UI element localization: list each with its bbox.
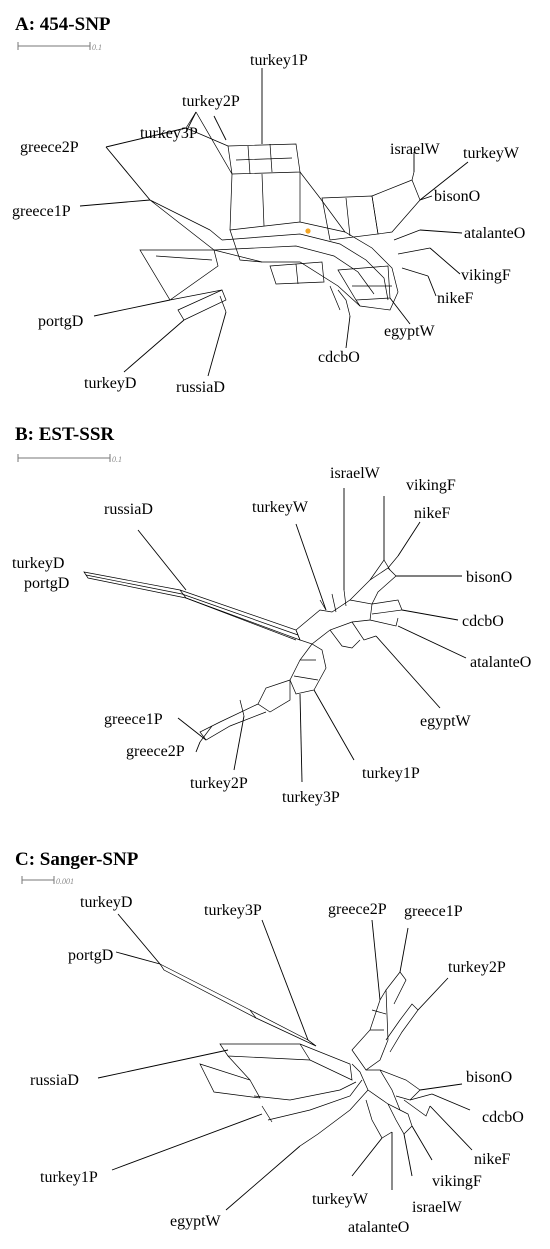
panel-c-label-turkey3p: turkey3P bbox=[204, 902, 262, 919]
panel-a-label-turkeyw: turkeyW bbox=[463, 145, 520, 162]
panel-b: B: EST-SSR 0.1 bbox=[12, 424, 531, 806]
panel-c-label-israelw: israelW bbox=[412, 1199, 463, 1216]
panel-c-labels: turkeyD portgD turkey3P greece2P greece1… bbox=[30, 894, 524, 1236]
panel-a-scale-label: 0.1 bbox=[92, 43, 102, 52]
panel-a-label-turkey2p: turkey2P bbox=[182, 93, 240, 110]
panel-c: C: Sanger-SNP 0.001 bbox=[15, 849, 524, 1236]
panel-a-label-nikef: nikeF bbox=[437, 290, 474, 307]
panel-b-label-vikingf: vikingF bbox=[406, 477, 456, 494]
panel-a-edges bbox=[79, 68, 469, 377]
panel-b-title: B: EST-SSR bbox=[15, 424, 114, 445]
panel-c-label-turkey2p: turkey2P bbox=[448, 959, 506, 976]
panel-c-label-russiad: russiaD bbox=[30, 1072, 79, 1089]
panel-c-label-atalanteo: atalanteO bbox=[348, 1219, 409, 1236]
panel-a-label-portgd: portgD bbox=[38, 313, 83, 330]
panel-c-label-nikef: nikeF bbox=[474, 1151, 511, 1168]
panel-a-label-vikingf: vikingF bbox=[461, 267, 511, 284]
panel-b-labels: israelW vikingF nikeF turkeyW russiaD tu… bbox=[12, 465, 531, 806]
panel-a-label-russiad: russiaD bbox=[176, 379, 225, 396]
panel-c-network-mesh bbox=[158, 963, 433, 1147]
panel-c-label-turkeyd: turkeyD bbox=[80, 894, 132, 911]
panel-a-label-egyptw: egyptW bbox=[384, 323, 436, 340]
panel-a-label-cdcbo: cdcbO bbox=[318, 349, 360, 366]
panel-b-label-atalanteo: atalanteO bbox=[470, 654, 531, 671]
panel-a-labels: turkey1P turkey2P turkey3P greece2P gree… bbox=[12, 52, 525, 396]
panel-b-label-turkey2p: turkey2P bbox=[190, 775, 248, 792]
panel-b-scale-label: 0.1 bbox=[112, 455, 122, 464]
panel-c-label-cdcbo: cdcbO bbox=[482, 1109, 524, 1126]
panel-b-label-turkeyw: turkeyW bbox=[252, 499, 309, 516]
panel-a-marker-dot bbox=[305, 228, 311, 234]
panel-b-label-bisono: bisonO bbox=[466, 569, 512, 586]
panel-b-label-russiad: russiaD bbox=[104, 501, 153, 518]
panel-a-label-israelw: israelW bbox=[390, 141, 441, 158]
panel-c-label-turkeyw: turkeyW bbox=[312, 1191, 369, 1208]
panel-a-label-turkey1p: turkey1P bbox=[250, 52, 308, 69]
panel-a-network-mesh bbox=[139, 111, 431, 321]
panel-c-label-turkey1p: turkey1P bbox=[40, 1169, 98, 1186]
panel-b-label-nikef: nikeF bbox=[414, 505, 451, 522]
panel-b-label-turkeyd: turkeyD bbox=[12, 555, 64, 572]
panel-b-network-mesh bbox=[83, 555, 403, 743]
panel-c-label-greece2p: greece2P bbox=[328, 901, 387, 918]
panel-b-label-greece2p: greece2P bbox=[126, 743, 185, 760]
panel-a-label-atalanteo: atalanteO bbox=[464, 225, 525, 242]
panel-c-label-portgd: portgD bbox=[68, 947, 113, 964]
panel-a-title: A: 454-SNP bbox=[15, 14, 111, 35]
panel-b-label-turkey3p: turkey3P bbox=[282, 789, 340, 806]
panel-c-scale-label: 0.001 bbox=[56, 877, 74, 886]
panel-a-label-turkeyd: turkeyD bbox=[84, 375, 136, 392]
panel-b-label-turkey1p: turkey1P bbox=[362, 765, 420, 782]
panel-a-label-greece1p: greece1P bbox=[12, 203, 71, 220]
panel-a-label-greece2p: greece2P bbox=[20, 139, 79, 156]
panel-a: A: 454-SNP 0.1 bbox=[12, 14, 525, 396]
panel-c-label-bisono: bisonO bbox=[466, 1069, 512, 1086]
panel-b-label-egyptw: egyptW bbox=[420, 713, 472, 730]
panel-b-label-israelw: israelW bbox=[330, 465, 381, 482]
panel-c-label-greece1p: greece1P bbox=[404, 903, 463, 920]
panel-b-label-cdcbo: cdcbO bbox=[462, 613, 504, 630]
panel-b-edges bbox=[137, 488, 467, 783]
panel-a-label-turkey3p: turkey3P bbox=[140, 125, 198, 142]
panel-c-title: C: Sanger-SNP bbox=[15, 849, 139, 870]
panel-c-label-vikingf: vikingF bbox=[432, 1173, 482, 1190]
panel-a-label-bisono: bisonO bbox=[434, 188, 480, 205]
panel-c-edges bbox=[97, 913, 473, 1211]
panel-b-label-portgd: portgD bbox=[24, 575, 69, 592]
panel-b-label-greece1p: greece1P bbox=[104, 711, 163, 728]
panel-c-label-egyptw: egyptW bbox=[170, 1213, 222, 1230]
